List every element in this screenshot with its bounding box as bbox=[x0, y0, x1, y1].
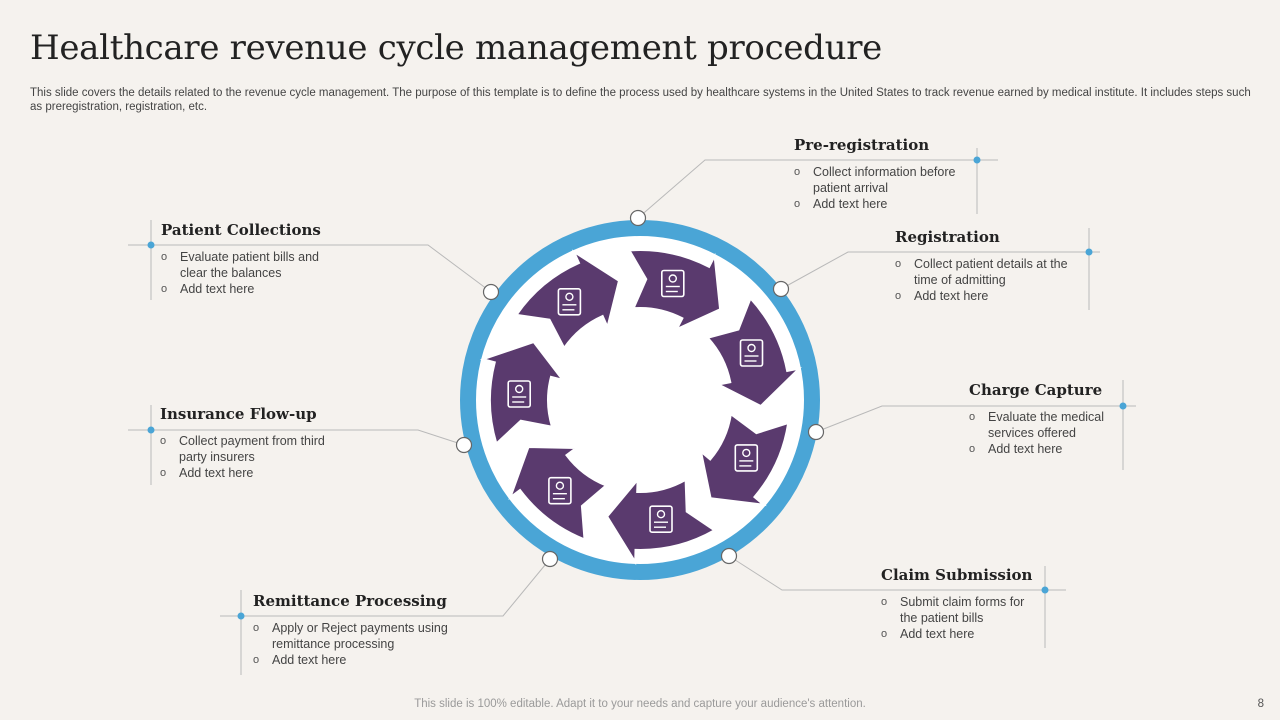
step-charge-capture: Charge Capture Evaluate the medical serv… bbox=[969, 381, 1119, 457]
step-title: Registration bbox=[895, 228, 1000, 246]
patient-folder-icon bbox=[557, 287, 582, 316]
anchor-registration bbox=[772, 280, 790, 298]
step-bullet: Add text here bbox=[881, 626, 1041, 642]
checklist-icon bbox=[649, 505, 673, 534]
step-bullet: Evaluate the medical services offered bbox=[969, 409, 1119, 441]
dollar-gear-icon bbox=[548, 476, 572, 505]
step-icons bbox=[507, 269, 764, 534]
step-title: Patient Collections bbox=[161, 221, 321, 239]
step-bullet: Add text here bbox=[160, 465, 345, 481]
laptop-stethoscope-icon bbox=[734, 444, 759, 472]
step-title: Insurance Flow-up bbox=[160, 405, 317, 423]
arrow-segments bbox=[479, 249, 802, 566]
step-title: Claim Submission bbox=[881, 566, 1033, 584]
line-dots bbox=[147, 156, 1127, 620]
arrow-segment bbox=[699, 412, 790, 507]
step-bullet: Submit claim forms for the patient bills bbox=[881, 594, 1041, 626]
step-bullet: Evaluate patient bills and clear the bal… bbox=[161, 249, 336, 281]
step-bullet: Add text here bbox=[895, 288, 1085, 304]
step-patient-collections: Patient Collections Evaluate patient bil… bbox=[161, 221, 336, 297]
connector-lines bbox=[128, 148, 1136, 675]
slide-subtitle: This slide covers the details related to… bbox=[30, 87, 1251, 113]
step-pre-registration: Pre-registration Collect information bef… bbox=[794, 136, 969, 212]
step-remittance-processing: Remittance Processing Apply or Reject pa… bbox=[253, 592, 453, 668]
step-bullet: Collect patient details at the time of a… bbox=[895, 256, 1085, 288]
id-document-icon bbox=[739, 339, 764, 367]
step-bullet: Collect information before patient arriv… bbox=[794, 164, 969, 196]
arrow-segment bbox=[705, 296, 802, 408]
hand-insurance-icon bbox=[507, 380, 532, 408]
step-bullet: Add text here bbox=[161, 281, 336, 297]
anchor-patient-collections bbox=[482, 283, 500, 301]
anchor-pre-registration bbox=[629, 209, 647, 227]
step-bullet: Add text here bbox=[253, 652, 453, 668]
step-bullet: Add text here bbox=[794, 196, 969, 212]
anchor-charge-capture bbox=[807, 423, 825, 441]
step-claim-submission: Claim Submission Submit claim forms for … bbox=[881, 566, 1041, 642]
clipboard-profile-icon bbox=[660, 269, 685, 298]
arrow-segment bbox=[479, 340, 566, 446]
anchor-remittance bbox=[541, 550, 559, 568]
step-title: Pre-registration bbox=[794, 136, 930, 154]
connector-claim-submission bbox=[728, 555, 1066, 591]
step-title: Remittance Processing bbox=[253, 592, 447, 610]
step-registration: Registration Collect patient details at … bbox=[895, 228, 1085, 304]
connector-patient-collections bbox=[128, 244, 492, 293]
connector-pre-registration bbox=[637, 159, 998, 219]
footer-note: This slide is 100% editable. Adapt it to… bbox=[414, 698, 866, 710]
anchor-claim-submission bbox=[720, 547, 738, 565]
connector-charge-capture bbox=[815, 405, 1136, 433]
slide-title: Healthcare revenue cycle management proc… bbox=[30, 28, 882, 68]
connector-registration bbox=[780, 251, 1100, 290]
step-insurance-flow-up: Insurance Flow-up Collect payment from t… bbox=[160, 405, 345, 481]
step-title: Charge Capture bbox=[969, 381, 1103, 399]
connector-remittance bbox=[220, 558, 551, 617]
step-bullet: Apply or Reject payments using remittanc… bbox=[253, 620, 453, 652]
page-number: 8 bbox=[1257, 698, 1264, 710]
arrow-segment bbox=[627, 249, 722, 332]
ring-anchors bbox=[455, 209, 825, 568]
step-bullet: Add text here bbox=[969, 441, 1119, 457]
connector-insurance bbox=[128, 429, 465, 446]
arrow-segment bbox=[605, 477, 717, 566]
step-bullet: Collect payment from third party insurer… bbox=[160, 433, 345, 465]
anchor-insurance bbox=[455, 436, 473, 454]
